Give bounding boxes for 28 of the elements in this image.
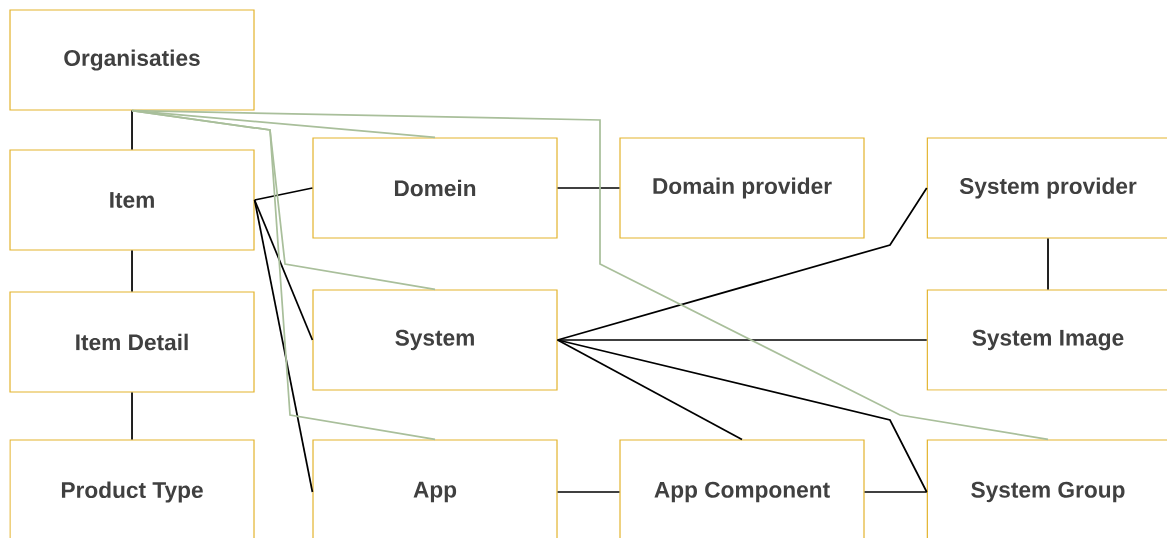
entity-box: Product Type	[9, 439, 255, 538]
connector-line	[1047, 237, 1049, 291]
connector-line	[556, 491, 621, 493]
entity-box: Organisaties	[9, 9, 255, 111]
connector-line	[556, 339, 928, 493]
entity-box: Domein	[312, 137, 558, 239]
connector-line	[556, 339, 928, 341]
connector-line	[253, 199, 314, 341]
entity-box: System	[312, 289, 558, 391]
connector-line	[253, 199, 314, 493]
connector-line	[863, 491, 928, 493]
connector-line	[131, 109, 133, 151]
connector-line	[253, 187, 314, 201]
entity-box: Domain provider	[619, 137, 865, 239]
connector-line	[131, 109, 436, 441]
entity-box: Item Detail	[9, 291, 255, 393]
connector-line	[131, 391, 133, 441]
connector-line	[556, 187, 928, 341]
connector-line	[131, 249, 133, 293]
connector-line	[556, 187, 621, 189]
connector-line	[556, 339, 743, 441]
entity-box: Item	[9, 149, 255, 251]
entity-box: System Group	[926, 439, 1167, 538]
entity-box: System Image	[926, 289, 1167, 391]
entity-box: App	[312, 439, 558, 538]
connector-line	[131, 109, 1049, 441]
entity-box: System provider	[926, 137, 1167, 239]
entity-box: App Component	[619, 439, 865, 538]
